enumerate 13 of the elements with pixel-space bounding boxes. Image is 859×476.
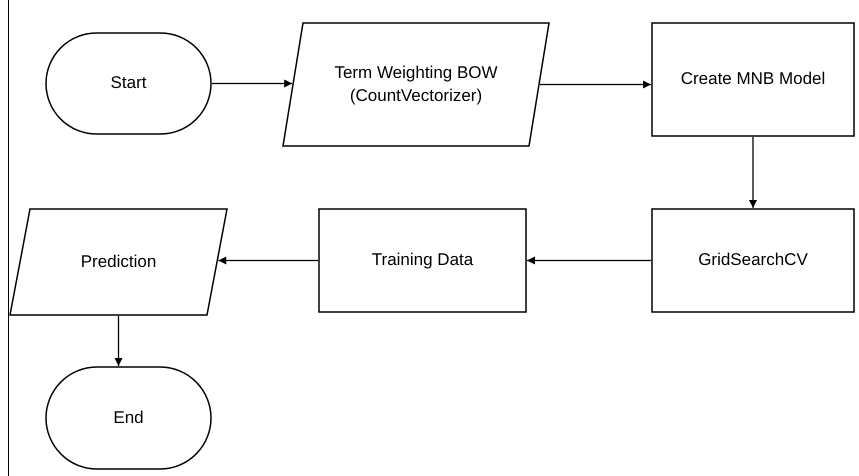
arrow <box>212 80 292 88</box>
node-label: Start <box>110 72 146 94</box>
arrow <box>749 137 757 208</box>
arrow <box>114 316 122 366</box>
arrow <box>218 256 318 264</box>
node-label: Training Data <box>372 249 474 272</box>
node-label: Create MNB Model <box>680 68 826 90</box>
node-label: Term Weighting BOW (CountVectorizer) <box>333 62 499 106</box>
node-label: GridSearchCV <box>698 249 808 272</box>
node-label: End <box>113 406 144 429</box>
node-label: Prediction <box>80 250 156 273</box>
arrow <box>527 256 651 264</box>
arrow <box>540 80 651 88</box>
